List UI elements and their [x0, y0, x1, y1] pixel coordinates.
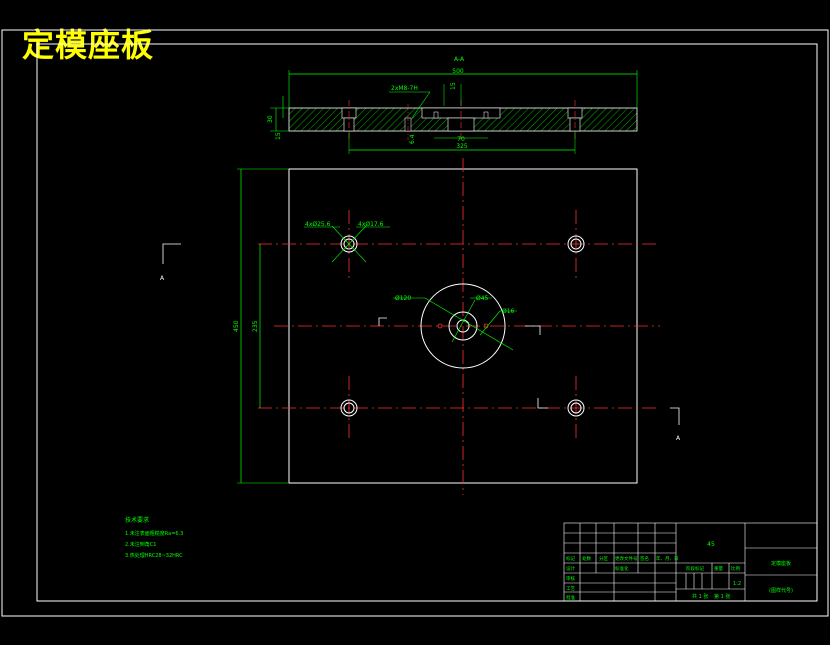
dim-overall-width: 500: [452, 68, 464, 75]
section-view: A-A 500 2xM8-7H: [267, 56, 638, 154]
dim-top-gap: 15: [450, 82, 457, 90]
title-block-material: 45: [707, 541, 715, 548]
dim-span-325: 325: [456, 143, 468, 150]
dim-cb-hole: 4xØ17.6: [358, 221, 384, 228]
tb-r-approve: 批准: [566, 594, 575, 601]
section-label: A-A: [454, 56, 465, 63]
tb-h-count: 处数: [582, 555, 591, 562]
hole-top-left: [340, 235, 358, 253]
hole-bottom-right: [567, 399, 585, 417]
center-boss-inner: [456, 319, 470, 333]
plan-view: 4xØ25.6 4xØ17.6 Ø120 Ø45 Ø16 450 235 A A: [160, 158, 681, 495]
tb-stage: 阶段标记: [686, 565, 704, 572]
tb-ratio: 比例: [731, 565, 740, 572]
tb-r-process: 工艺: [566, 586, 575, 592]
tb-h-mark: 标记: [566, 555, 575, 562]
dim-thick-15: 15: [275, 132, 282, 140]
dim-small-64: 6.4: [409, 134, 416, 144]
dim-small-70: 70: [457, 136, 465, 143]
title-block-part-name: 定模座板: [771, 560, 791, 567]
title-block: [563, 522, 818, 602]
outer-frame: [1, 29, 829, 617]
tb-h-change: 更改文件号: [615, 555, 638, 562]
dim-dia-120: Ø120: [395, 295, 411, 302]
section-mark-left: A: [160, 275, 165, 282]
tb-r-design: 设计: [566, 565, 575, 572]
section-mark-right: A: [676, 435, 681, 442]
center-boss-mid: [448, 311, 478, 341]
tech-notes-line-1: 1.未注表面粗糙度Ra=6.3: [125, 530, 183, 537]
title-block-text: 45 定模座板 (图样代号) 1:2 共 1 张 第 1 张 标记 处数 分区 …: [566, 541, 793, 601]
tb-h-date: 年、月、日: [656, 555, 679, 562]
title-block-sheet-no: 第 1 张: [714, 593, 730, 600]
drawing-title: 定模座板: [22, 26, 155, 64]
center-boss-outer: [420, 283, 506, 369]
tb-h-zone: 分区: [599, 555, 608, 562]
tb-r-std: 标准化: [615, 565, 629, 572]
dim-height-450: 450: [233, 320, 240, 332]
dim-span-235: 235: [252, 320, 259, 332]
dim-thick-30: 30: [267, 115, 274, 123]
hole-top-right: [567, 235, 585, 253]
dim-hole-callout: 2xM8-7H: [391, 85, 418, 92]
technical-notes: 技术要求 1.未注表面粗糙度Ra=6.3 2.未注倒角C1 3.热处理HRC28…: [125, 516, 183, 559]
title-block-drawing-no: (图样代号): [769, 587, 793, 594]
dim-cb-dia: 4xØ25.6: [305, 221, 331, 228]
title-block-scale: 1:2: [733, 581, 741, 587]
dim-dia-45: Ø45: [476, 295, 489, 302]
dim-dia-16: Ø16: [502, 308, 515, 315]
tb-r-check: 审核: [566, 575, 575, 582]
hole-bottom-left: [340, 399, 358, 417]
tech-notes-line-3: 3.热处理HRC28~32HRC: [125, 552, 183, 559]
tb-h-sign: 签名: [640, 555, 649, 562]
tb-weight: 重量: [714, 565, 723, 572]
tech-notes-heading: 技术要求: [125, 516, 149, 524]
title-block-sheets-total: 共 1 张: [692, 593, 708, 600]
inner-frame: [36, 43, 818, 602]
tech-notes-line-2: 2.未注倒角C1: [125, 541, 156, 548]
